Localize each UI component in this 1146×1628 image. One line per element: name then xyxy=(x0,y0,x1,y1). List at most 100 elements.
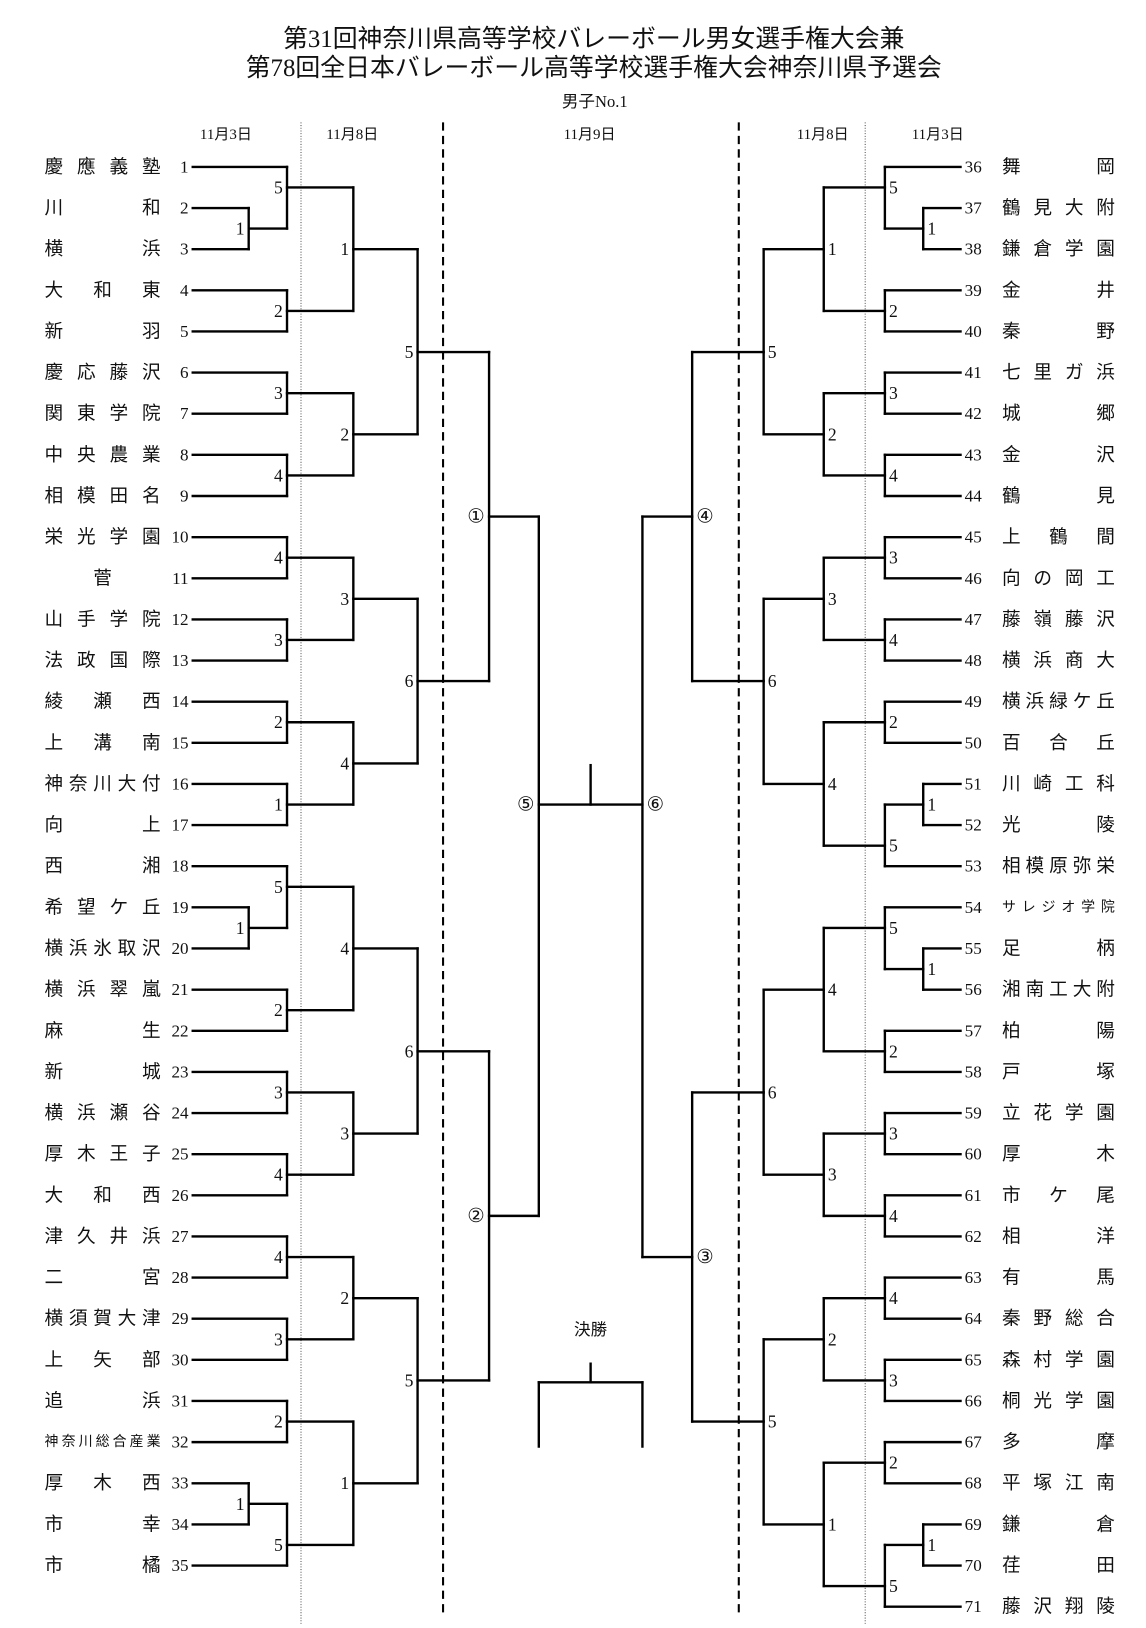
team-name-char: 横 xyxy=(45,1103,64,1124)
team-number: 66 xyxy=(965,1391,983,1410)
team-name-char: 模 xyxy=(1026,856,1045,877)
team-name-char: 井 xyxy=(109,1226,128,1247)
match-label: 5 xyxy=(889,918,898,938)
match-label: 5 xyxy=(768,1412,777,1432)
team-number: 36 xyxy=(965,157,983,176)
team-name-char: 倉 xyxy=(1096,1514,1115,1535)
match-label: 1 xyxy=(927,1535,936,1555)
match-label: 4 xyxy=(889,1288,898,1308)
team-name-char: 沢 xyxy=(1096,609,1115,630)
team-name: 横浜翠嵐 xyxy=(45,979,161,1000)
team-number: 57 xyxy=(965,1021,983,1040)
team-name-char: 氷 xyxy=(93,938,112,959)
match-labels: 152134254332146①1524343643221515②1521342… xyxy=(236,177,936,1596)
team-name-char: 希 xyxy=(45,897,64,918)
team-name-char: 浜 xyxy=(1026,691,1045,712)
team-name-char: 戸 xyxy=(1002,1061,1021,1082)
team-name-char: 和 xyxy=(93,280,112,301)
team-name-char: 城 xyxy=(1002,403,1021,424)
team-name-char: 大 xyxy=(118,1308,137,1329)
team-number: 68 xyxy=(965,1474,982,1493)
team-name: 厚木 xyxy=(1002,1144,1115,1165)
team-name-char: 柄 xyxy=(1096,938,1115,959)
team-name: 相模原弥栄 xyxy=(1002,856,1115,877)
team-name: 金沢 xyxy=(1002,444,1115,465)
team-name-char: 鶴 xyxy=(1049,527,1068,548)
team-name: 慶応藤沢 xyxy=(45,362,161,383)
team-name: 横浜瀬谷 xyxy=(45,1103,161,1124)
team-number: 16 xyxy=(172,774,190,793)
team-name: 柏陽 xyxy=(1002,1020,1115,1041)
match-label: 5 xyxy=(768,342,777,362)
team-name-char: 栄 xyxy=(1096,856,1115,877)
team-name-char: 塚 xyxy=(1033,1473,1052,1494)
team-name-char: 沢 xyxy=(1033,1596,1052,1617)
team-name-char: 矢 xyxy=(93,1349,112,1370)
team-name: 川和 xyxy=(45,198,161,219)
team-name-char: 園 xyxy=(1096,1349,1115,1370)
team-name-char: 鎌 xyxy=(1002,239,1021,260)
team-number: 4 xyxy=(180,281,189,300)
team-name-char: 江 xyxy=(1065,1473,1084,1494)
team-name-char: 相 xyxy=(45,486,64,507)
team-name: 百合丘 xyxy=(1002,732,1115,753)
team-name-char: 丘 xyxy=(1096,691,1115,712)
team-name-char: 上 xyxy=(142,815,161,836)
team-name-char: 郷 xyxy=(1096,403,1115,424)
team-name-char: 花 xyxy=(1033,1103,1052,1124)
team-number: 9 xyxy=(180,487,189,506)
team-name-char: 神 xyxy=(45,1434,59,1450)
team-name-char: 園 xyxy=(142,527,161,548)
team-name-char: 西 xyxy=(45,856,64,877)
team-name-char: 生 xyxy=(142,1020,161,1041)
team-name-char: 金 xyxy=(1002,444,1021,465)
team-name: 有馬 xyxy=(1002,1267,1115,1288)
team-name: 川崎工科 xyxy=(1002,773,1115,794)
team-name-char: 合 xyxy=(1096,1308,1115,1329)
team-name: 戸塚 xyxy=(1002,1061,1115,1082)
team-name-char: 相 xyxy=(1002,1226,1021,1247)
team-name-char: 菅 xyxy=(93,568,112,589)
team-name-char: 馬 xyxy=(1096,1267,1115,1288)
team-name: 関東学院 xyxy=(45,403,161,424)
team-name-char: 奈 xyxy=(62,1434,76,1450)
team-name-char: 川 xyxy=(93,773,112,794)
team-name-char: 横 xyxy=(45,1308,64,1329)
team-name-char: 追 xyxy=(45,1390,64,1411)
team-name: 横浜氷取沢 xyxy=(45,938,161,959)
team-name-char: 立 xyxy=(1002,1103,1021,1124)
team-number: 55 xyxy=(965,939,982,958)
team-name-char: 津 xyxy=(142,1308,161,1329)
team-name-char: 義 xyxy=(109,156,128,177)
team-number: 10 xyxy=(172,528,189,547)
team-number: 69 xyxy=(965,1515,982,1534)
team-name-char: ケ xyxy=(109,897,128,918)
team-name: 市幸 xyxy=(45,1514,161,1535)
team-name-char: 鶴 xyxy=(1002,198,1021,219)
team-name-char: 岡 xyxy=(1096,156,1115,177)
match-label: 3 xyxy=(274,1329,283,1349)
team-name-char: 横 xyxy=(1002,650,1021,671)
team-name-char: 奈 xyxy=(69,773,88,794)
match-label: 4 xyxy=(889,630,898,650)
team-name: 藤嶺藤沢 xyxy=(1002,609,1115,630)
team-name-char: 法 xyxy=(45,650,64,671)
team-name-char: 西 xyxy=(142,691,161,712)
team-name: 市橘 xyxy=(45,1555,161,1576)
date-row: 11月3日 11月8日 11月9日 11月8日 11月3日 xyxy=(200,127,964,143)
team-name-char: 学 xyxy=(1065,1103,1084,1124)
